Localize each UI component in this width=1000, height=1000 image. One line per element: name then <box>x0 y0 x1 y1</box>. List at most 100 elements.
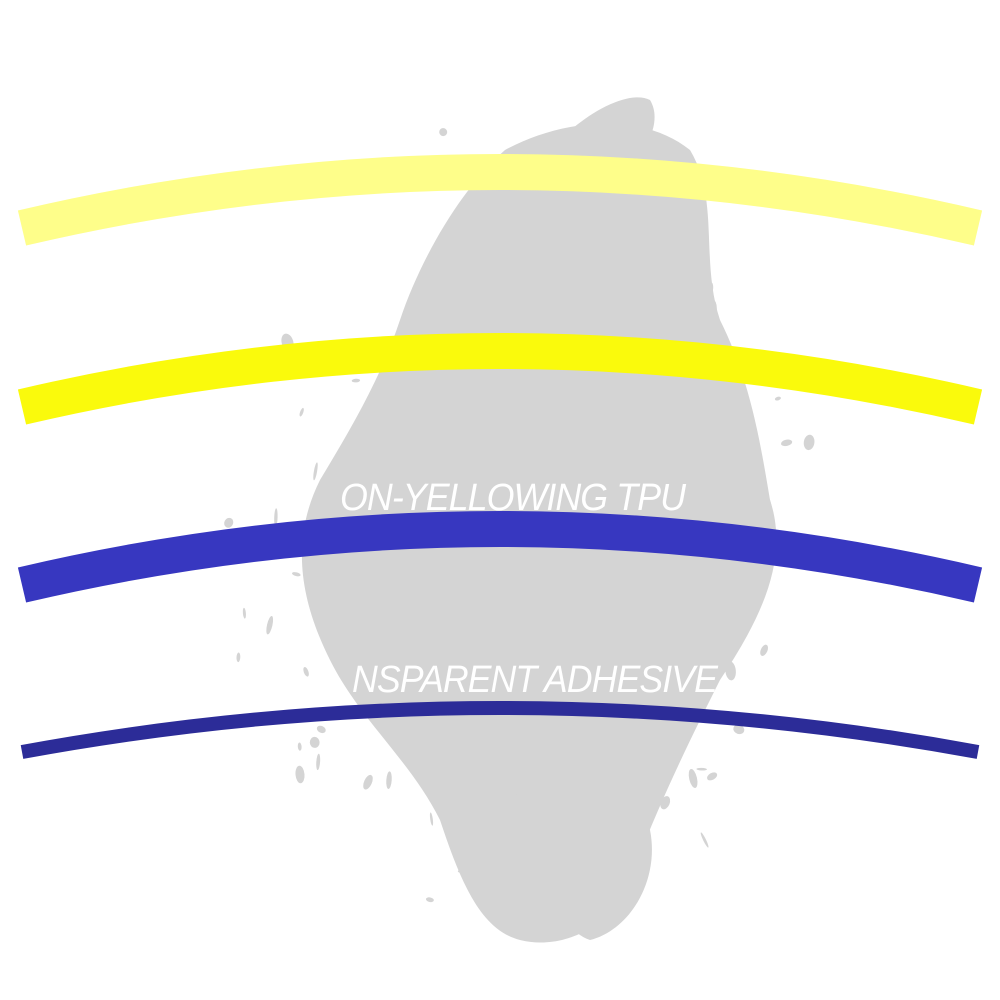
splash-speck <box>733 567 742 579</box>
splash-speck <box>685 690 695 694</box>
splash-speck <box>652 621 660 640</box>
splash-speck <box>363 774 373 790</box>
splash-speck <box>700 832 709 848</box>
splash-speck <box>397 381 404 392</box>
splash-speck <box>425 897 434 903</box>
splash-speck <box>316 753 321 771</box>
splash-speck <box>692 434 704 449</box>
splash-speck <box>651 490 659 503</box>
splash-speck <box>379 665 389 682</box>
splash-speck <box>351 378 361 383</box>
layer-light-yellow <box>17 154 983 246</box>
splash-speck <box>380 613 389 628</box>
splash-speck <box>457 869 467 873</box>
splash-speck <box>377 469 384 475</box>
splash-speck <box>431 294 436 315</box>
splash-speck <box>532 860 541 871</box>
splash-speck <box>292 572 301 577</box>
layer-dark-blue <box>20 701 980 759</box>
splash-speck <box>295 765 305 784</box>
splash-speck <box>476 718 480 724</box>
splash-speck <box>658 447 664 452</box>
splash-speck <box>297 742 302 751</box>
splash-speck <box>487 830 491 836</box>
splash-speck <box>477 245 489 261</box>
splash-speck <box>637 615 645 630</box>
splash-speck <box>509 302 517 318</box>
splash-speck <box>487 688 496 704</box>
tpu-layer-label: ON-YELLOWING TPU <box>340 477 686 519</box>
splash-speck <box>598 691 611 705</box>
splash-speck <box>760 644 768 656</box>
splash-speck <box>660 796 671 810</box>
splash-speck <box>727 496 739 510</box>
splash-speck <box>521 809 525 814</box>
splash-speck <box>397 720 410 737</box>
splash-speck <box>648 630 655 645</box>
splash-speck <box>406 654 414 661</box>
splash-speck <box>299 407 304 417</box>
splash-speck <box>429 812 434 826</box>
splash-speck <box>376 586 389 599</box>
splash-speck <box>684 597 692 610</box>
layer-yellow <box>17 333 983 425</box>
splash-speck <box>711 300 717 316</box>
splash-speck <box>242 607 246 619</box>
splash-speck <box>401 665 407 672</box>
splash-speck <box>589 118 593 129</box>
splash-speck <box>386 453 392 462</box>
splash-speck <box>433 689 443 696</box>
splash-speck <box>662 409 666 422</box>
splash-speck <box>274 508 278 527</box>
splash-speck <box>528 285 534 300</box>
splash-speck <box>303 667 309 677</box>
splash-speck <box>679 321 684 335</box>
splash-speck <box>630 810 637 827</box>
splash-speck <box>757 473 763 480</box>
splash-speck <box>628 275 636 283</box>
splash-speck <box>733 724 745 735</box>
splash-speck <box>697 487 702 504</box>
splash-speck <box>587 805 593 809</box>
splash-speck <box>696 767 707 771</box>
splash-speck <box>649 211 660 224</box>
splash-speck <box>224 517 234 528</box>
splash-speck <box>679 683 685 692</box>
splash-speck <box>675 645 684 659</box>
splash-speck <box>577 682 591 701</box>
splash-speck <box>631 853 637 868</box>
splash-speck <box>515 873 521 887</box>
splash-speck <box>386 771 392 789</box>
splash-speck <box>780 439 793 447</box>
splash-speck <box>316 725 326 734</box>
splash-speck <box>545 858 551 878</box>
splash-speck <box>652 282 663 293</box>
splash-speck <box>482 767 487 783</box>
splash-speck <box>476 724 480 733</box>
splash-speck <box>585 673 594 677</box>
splash-speck <box>725 661 736 681</box>
layer-blue <box>17 511 983 603</box>
splash-speck <box>644 614 650 621</box>
splash-speck <box>266 616 274 635</box>
splash-speck <box>376 500 383 506</box>
splash-speck <box>700 443 707 455</box>
splash-speck <box>667 224 679 241</box>
splash-speck <box>617 666 630 683</box>
splash-speck <box>710 282 714 292</box>
splash-speck <box>353 646 364 657</box>
splash-speck <box>313 462 318 481</box>
splash-speck <box>587 825 592 833</box>
splash-speck <box>561 241 573 256</box>
splash-speck <box>557 871 567 878</box>
splash-speck <box>542 821 548 827</box>
adhesive-layer-label: NSPARENT ADHESIVE <box>352 659 719 701</box>
splash-speck <box>608 228 616 245</box>
splash-speck <box>633 720 638 728</box>
splash-speck <box>452 733 460 746</box>
splash-speck <box>707 772 718 781</box>
splash-speck <box>506 212 514 226</box>
splash-speck <box>703 385 715 396</box>
